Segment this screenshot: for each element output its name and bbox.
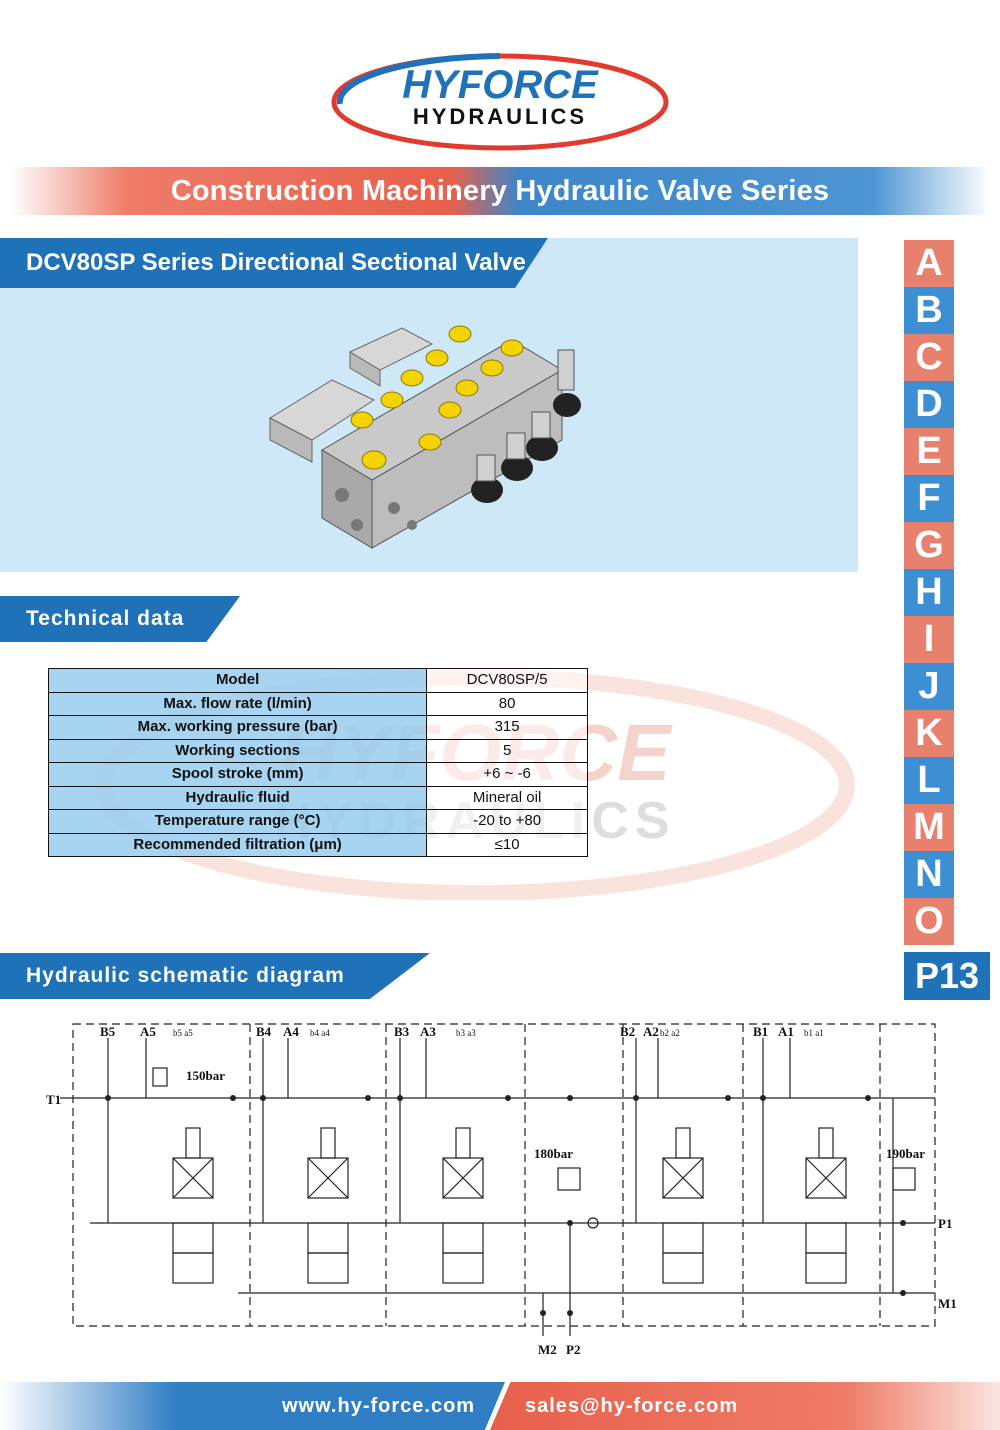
spec-value: -20 to +80 — [426, 809, 588, 834]
spec-label: Temperature range (°C) — [47, 809, 428, 834]
spec-label: Model — [47, 668, 428, 693]
index-letter-e[interactable]: E — [904, 428, 954, 475]
spec-value: 315 — [426, 715, 588, 740]
spec-value: +6 ~ -6 — [426, 762, 588, 787]
relief-main-label: 150bar — [186, 1068, 225, 1083]
port-label: B3 — [394, 1024, 410, 1039]
footer-left-bar — [0, 1382, 505, 1430]
table-row: Max. flow rate (l/min)80 — [47, 691, 588, 716]
technical-heading-bar — [0, 596, 240, 642]
index-letter-l[interactable]: L — [904, 757, 954, 804]
logo-line2: HYDRAULICS — [413, 104, 587, 129]
pilot-label: b1 a1 — [804, 1028, 824, 1038]
pilot-label: b2 a2 — [660, 1028, 680, 1038]
index-letter-a[interactable]: A — [904, 240, 954, 287]
valve-product-image — [268, 325, 581, 549]
series-banner-title: Construction Machinery Hydraulic Valve S… — [170, 175, 830, 207]
spec-value: DCV80SP/5 — [426, 668, 588, 693]
spec-value: 5 — [426, 738, 588, 763]
spec-value: 80 — [426, 691, 588, 716]
chapter-index: A B C D E F G H I J K L M N O — [904, 240, 954, 945]
spec-label: Max. working pressure (bar) — [47, 715, 428, 740]
pilot-label: b5 a5 — [173, 1028, 193, 1038]
pressure-bottom-label: P2 — [566, 1342, 580, 1357]
product-title: DCV80SP Series Directional Sectional Val… — [26, 249, 526, 276]
port-label: A1 — [778, 1024, 794, 1039]
schematic-title: Hydraulic schematic diagram — [26, 964, 345, 987]
port-label: B5 — [100, 1024, 116, 1039]
table-row: Max. working pressure (bar)315 — [47, 715, 588, 740]
relief-right-label: 190bar — [886, 1146, 925, 1161]
index-letter-b[interactable]: B — [904, 287, 954, 334]
index-letter-g[interactable]: G — [904, 522, 954, 569]
pressure-port-label: P1 — [938, 1216, 952, 1231]
port-label: A3 — [420, 1024, 436, 1039]
pilot-label: b3 a3 — [456, 1028, 476, 1038]
table-row: Spool stroke (mm)+6 ~ -6 — [47, 762, 588, 787]
relief-mid-label: 180bar — [534, 1146, 573, 1161]
technical-data-title: Technical data — [26, 607, 185, 630]
index-letter-d[interactable]: D — [904, 381, 954, 428]
footer-website-link[interactable]: www.hy-force.com — [282, 1395, 476, 1417]
series-banner — [10, 167, 990, 215]
index-letter-o[interactable]: O — [904, 898, 954, 945]
port-label: A4 — [283, 1024, 299, 1039]
tank-port-label: T1 — [46, 1092, 61, 1107]
logo-line1: HYFORCE — [402, 63, 599, 107]
table-row: Temperature range (°C)-20 to +80 — [47, 809, 588, 834]
spec-value: ≤10 — [426, 832, 588, 857]
footer-email-link[interactable]: sales@hy-force.com — [525, 1395, 739, 1417]
index-letter-k[interactable]: K — [904, 710, 954, 757]
spec-label: Hydraulic fluid — [47, 785, 428, 810]
spec-label: Recommended filtration (μm) — [47, 832, 428, 857]
schematic-heading-bar — [0, 953, 430, 999]
product-heading-bar — [0, 238, 548, 288]
pilot-label: b4 a4 — [310, 1028, 330, 1038]
spec-label: Max. flow rate (l/min) — [47, 691, 428, 716]
port-label: A2 — [643, 1024, 659, 1039]
index-letter-f[interactable]: F — [904, 475, 954, 522]
index-letter-h[interactable]: H — [904, 569, 954, 616]
spec-label: Spool stroke (mm) — [47, 762, 428, 787]
gauge-port-label: M1 — [938, 1296, 957, 1311]
index-letter-n[interactable]: N — [904, 851, 954, 898]
table-row: Recommended filtration (μm)≤10 — [47, 832, 588, 857]
port-label: B4 — [256, 1024, 272, 1039]
port-label: B1 — [753, 1024, 768, 1039]
port-label: A5 — [140, 1024, 156, 1039]
gauge-bottom-label: M2 — [538, 1342, 557, 1357]
index-letter-m[interactable]: M — [904, 804, 954, 851]
hydraulic-schematic: B5 A5 B4 A4 B3 A3 B2 A2 B1 A1 b5 a5 b4 a… — [46, 1023, 957, 1357]
footer-right-bar — [490, 1382, 1000, 1430]
index-letter-i[interactable]: I — [904, 616, 954, 663]
spec-value: Mineral oil — [426, 785, 588, 810]
index-letter-j[interactable]: J — [904, 663, 954, 710]
port-label: B2 — [620, 1024, 635, 1039]
spec-label: Working sections — [47, 738, 428, 763]
index-letter-c[interactable]: C — [904, 334, 954, 381]
page-number-badge: P13 — [904, 952, 990, 1000]
hyforce-logo: HYFORCE HYDRAULICS — [331, 53, 669, 151]
